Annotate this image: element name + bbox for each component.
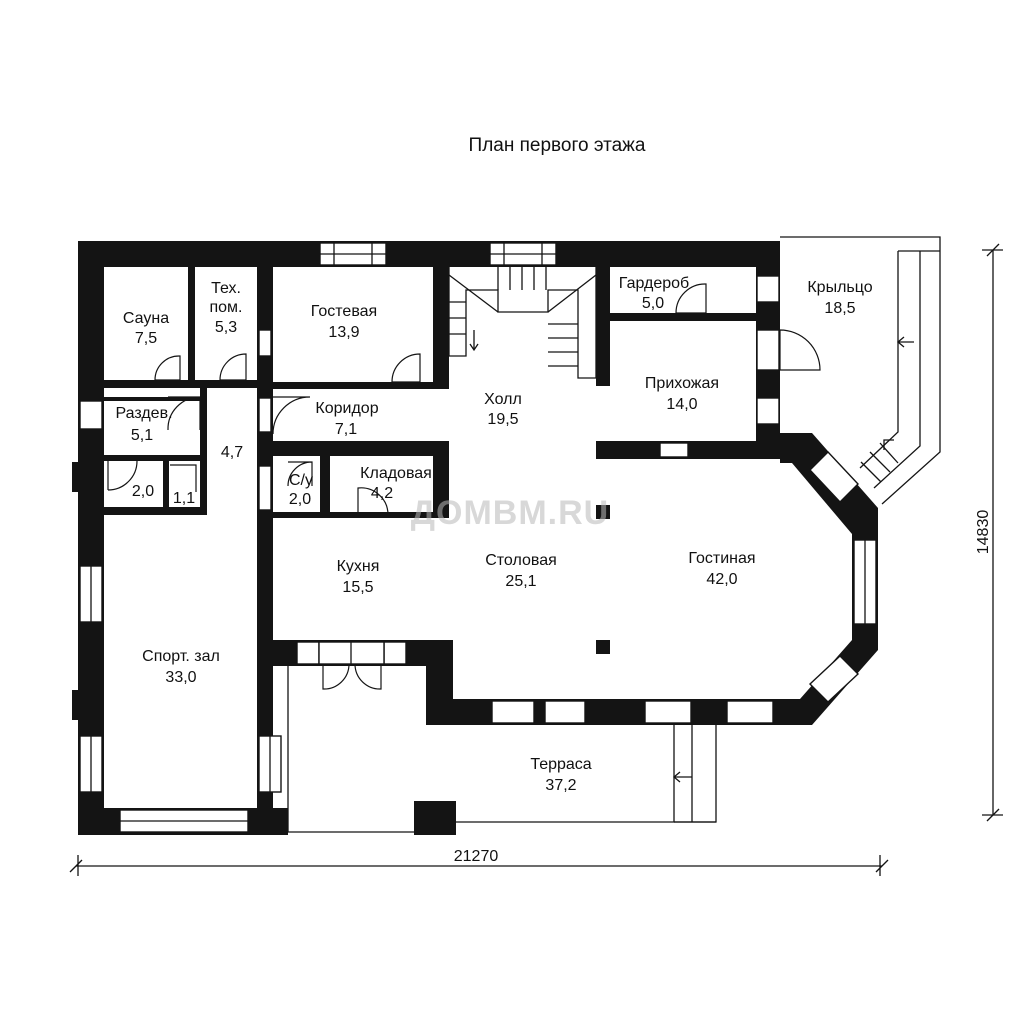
room-name-living: Гостиная [688,550,755,567]
room-name-kitchen: Кухня [337,558,380,575]
windows [79,242,877,833]
room-name-sauna: Сауна [123,310,169,327]
watermark: ДОМВМ.RU [411,494,609,532]
room-area-passage: 4,7 [221,444,243,461]
room-area-kitchen: 15,5 [342,579,373,596]
room-area-changing: 5,1 [131,427,153,444]
room-area-small1: 2,0 [132,483,154,500]
room-area-corridor: 7,1 [335,421,357,438]
room-name-dining: Столовая [485,552,557,569]
room-area-living: 42,0 [706,571,737,588]
terrace-outline [287,666,717,833]
porch-outline [780,236,941,505]
column [596,640,610,654]
dimension-height: 14830 [975,243,1003,822]
dimension-width-label: 21270 [454,848,499,865]
room-area-dining: 25,1 [505,573,536,590]
room-name-wardrobe: Гардероб [619,275,689,292]
room-name-terrace: Терраса [530,756,591,773]
room-area-hall: 19,5 [487,411,518,428]
room-name-hallway: Прихожая [645,375,719,392]
plan-title: План первого этажа [469,135,646,156]
staircase [448,267,597,379]
room-name-guest: Гостевая [311,303,377,320]
room-area-tech: 5,3 [215,319,237,336]
room-name-changing: Раздев. [115,405,172,422]
room-name-pantry: Кладовая [360,465,432,482]
room-name-corridor: Коридор [315,400,378,417]
room-area-wardrobe: 5,0 [642,295,664,312]
room-name-porch: Крыльцо [807,279,872,296]
room-area-wc: 2,0 [289,491,311,508]
room-area-pantry: 4,2 [371,485,393,502]
room-area-gym: 33,0 [165,669,196,686]
room-area-sauna: 7,5 [135,330,157,347]
room-area-hallway: 14,0 [666,396,697,413]
dimension-height-label: 14830 [975,510,992,555]
room-name-wc: С/у [289,472,313,489]
doors [107,283,821,690]
room-name-hall: Холл [484,391,522,408]
room-labels: Сауна 7,5 Тех. пом. 5,3 Гостевая 13,9 Хо… [115,275,872,794]
dimension-width: 21270 [69,848,889,876]
room-name-tech-1: Тех. [211,280,241,297]
room-name-gym: Спорт. зал [142,648,220,665]
room-area-terrace: 37,2 [545,777,576,794]
room-area-guest: 13,9 [328,324,359,341]
room-area-porch: 18,5 [824,300,855,317]
room-area-small2: 1,1 [173,490,195,507]
room-name-tech-2: пом. [209,299,242,316]
column [596,505,610,519]
interior-walls [97,241,780,518]
